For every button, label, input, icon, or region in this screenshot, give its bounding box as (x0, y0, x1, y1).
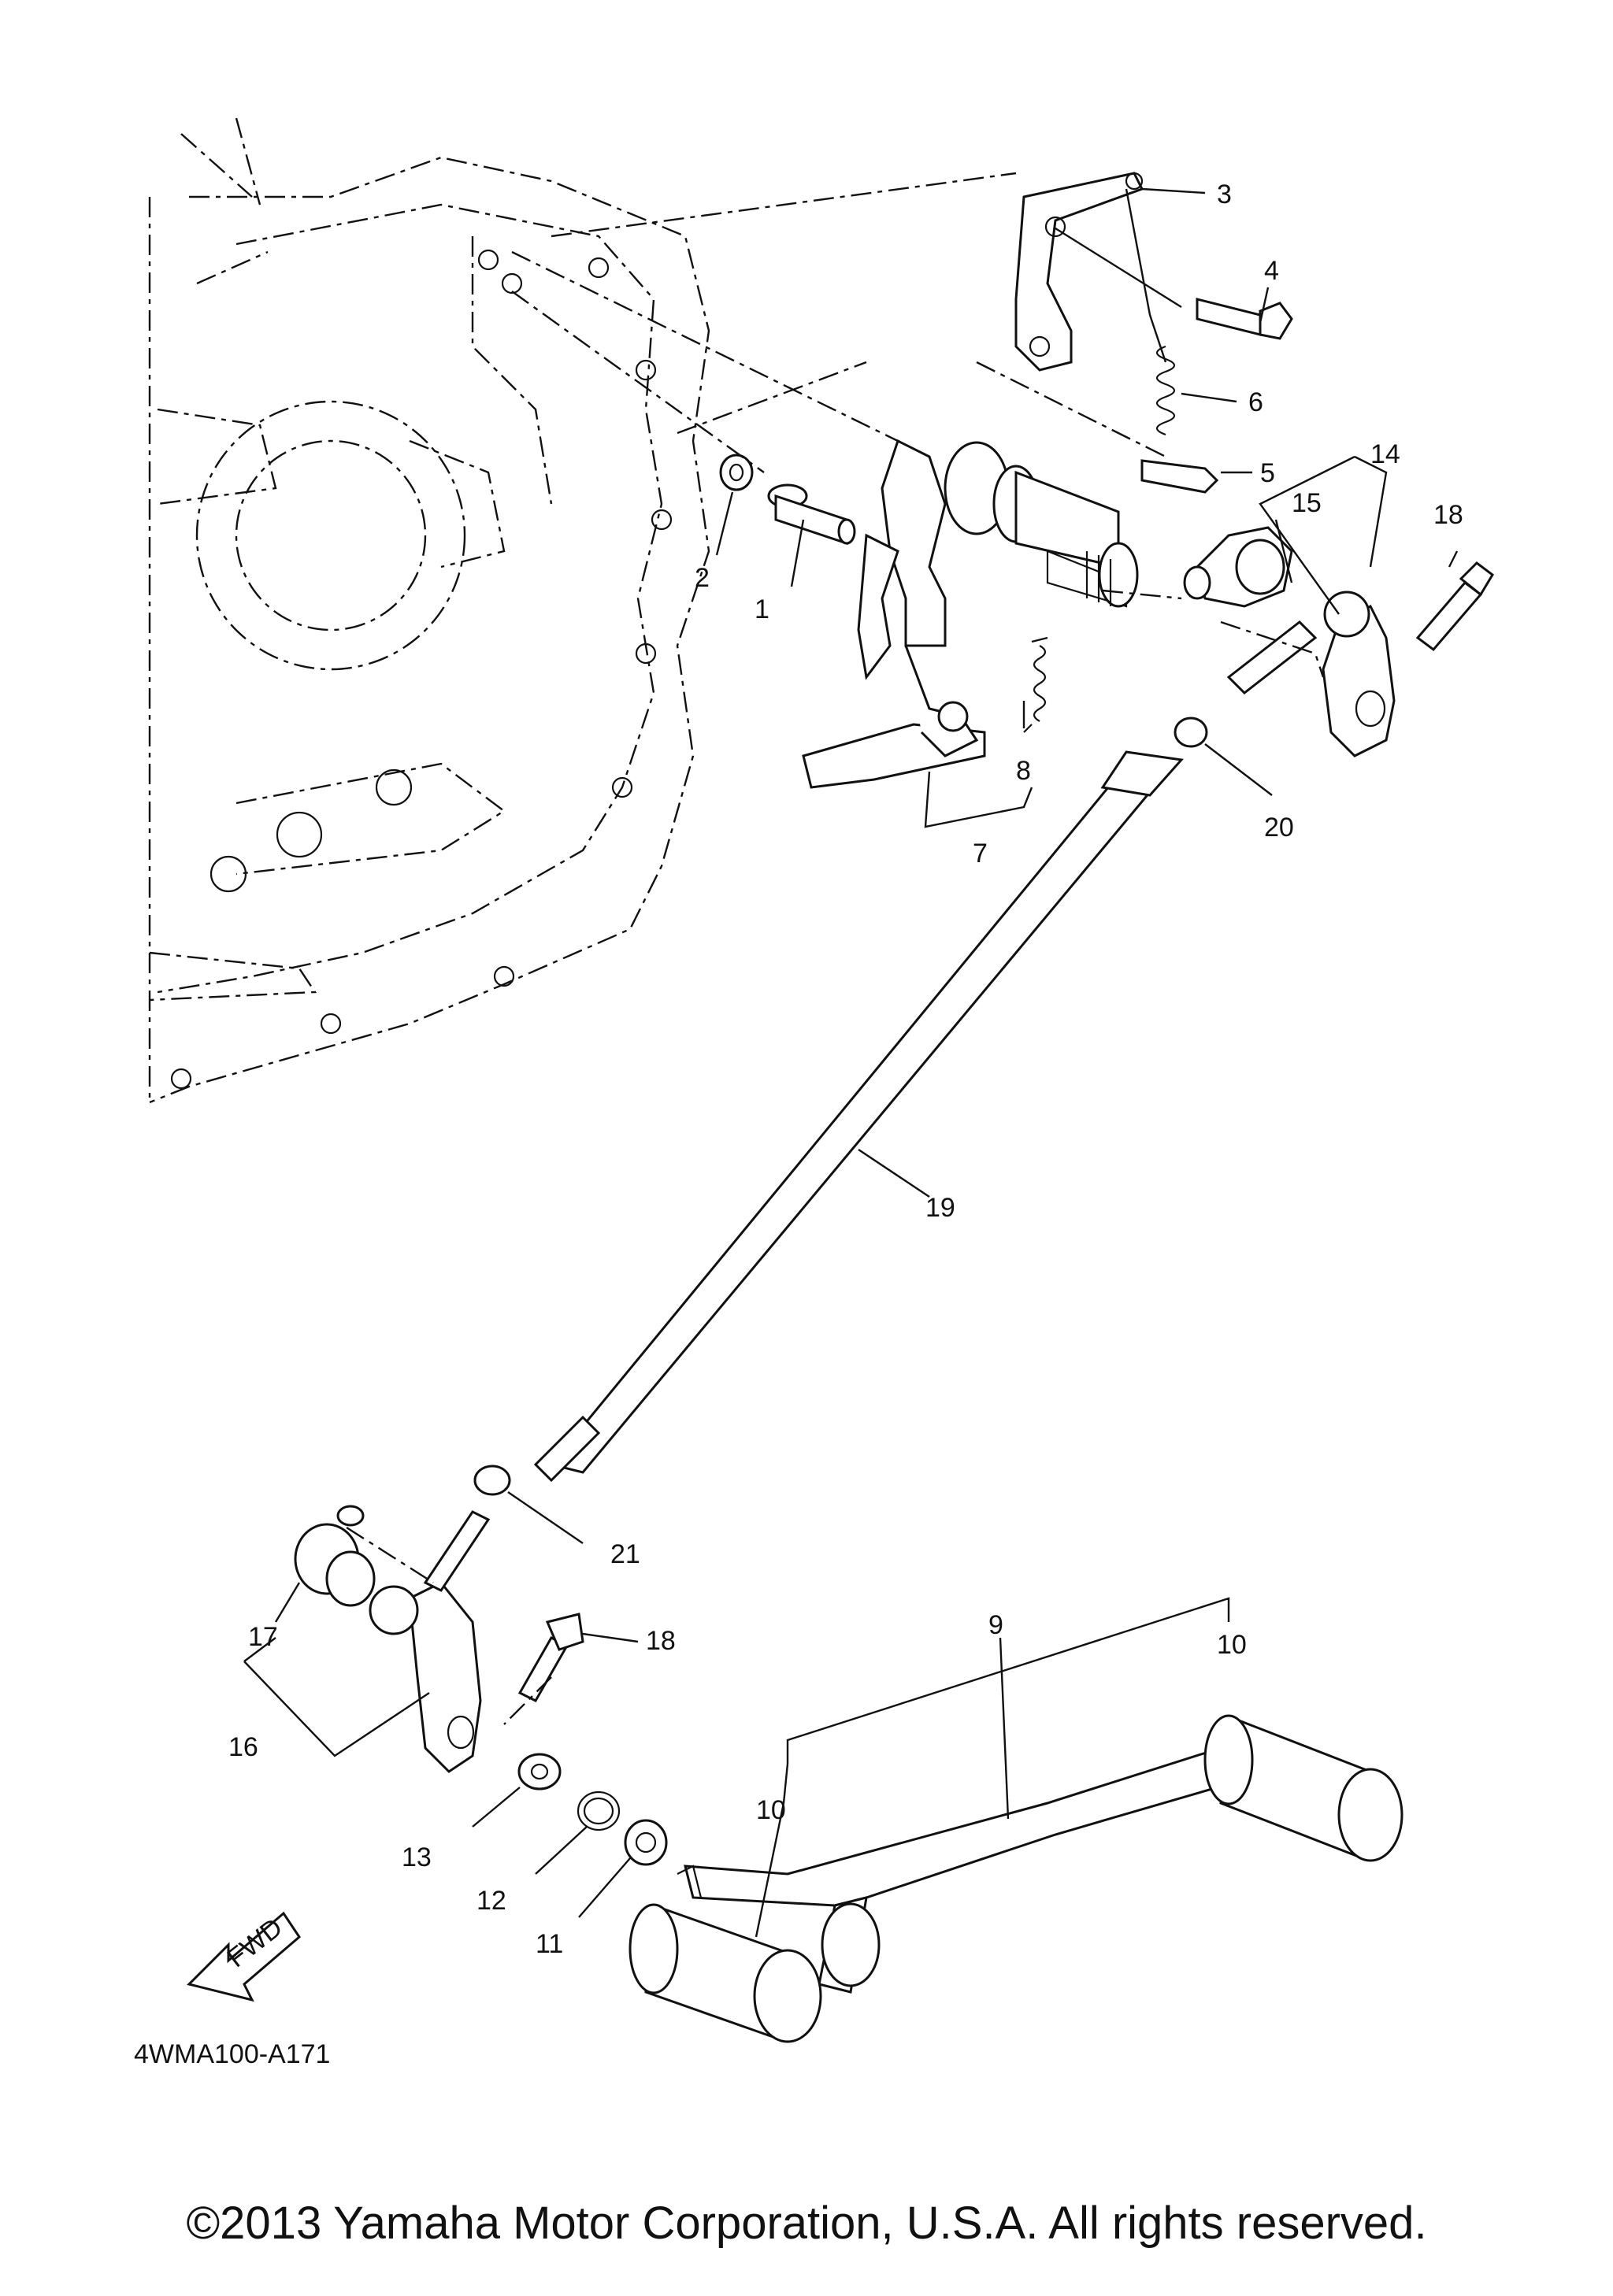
callout-15: 15 (1292, 488, 1322, 518)
shift-shaft-assembly (802, 439, 1139, 789)
callouts: 3 4 6 5 14 15 18 2 1 8 7 20 19 21 17 18 … (228, 180, 1463, 1959)
callout-17: 17 (248, 1622, 278, 1652)
callout-13: 13 (402, 1842, 432, 1872)
callout-16: 16 (228, 1732, 258, 1762)
part-10-pedal-rubber-front (629, 1865, 881, 2043)
leader-lines (243, 187, 1459, 1938)
callout-9: 9 (988, 1610, 1003, 1640)
callout-10-front: 10 (756, 1795, 786, 1825)
part-17-ball-joint (294, 1505, 376, 1607)
part-1-pin (767, 483, 856, 546)
callout-21: 21 (610, 1539, 640, 1569)
part-3-stopper-lever (1014, 172, 1144, 372)
callout-18-upper: 18 (1433, 500, 1463, 530)
copyright-notice: ©2013 Yamaha Motor Corporation, U.S.A. A… (186, 2198, 1427, 2249)
callout-5: 5 (1260, 458, 1275, 488)
fwd-arrow-icon: FWD (187, 1911, 301, 2002)
part-12-circlip (577, 1791, 621, 1831)
part-19-shift-rod (533, 750, 1184, 1483)
callout-10-rear: 10 (1217, 1630, 1247, 1660)
callout-12: 12 (476, 1886, 506, 1916)
alignment-lines (346, 172, 1325, 1725)
part-6-spring (1155, 345, 1176, 436)
part-5-collar (1140, 459, 1219, 494)
part-18-bolt-lower (517, 1613, 584, 1702)
part-14-shift-arm (1226, 591, 1396, 757)
callout-14: 14 (1370, 439, 1400, 469)
part-11-washer (624, 1819, 668, 1866)
callout-6: 6 (1248, 387, 1263, 417)
callout-2: 2 (695, 563, 710, 593)
part-18-bolt-upper (1415, 561, 1494, 652)
part-15-ball-joint (1183, 526, 1293, 608)
diagram-code: 4WMA100-A171 (134, 2039, 330, 2069)
part-2-washer (719, 454, 754, 491)
crankcase-outline (148, 117, 710, 1104)
callout-1: 1 (755, 594, 769, 624)
callout-4: 4 (1264, 256, 1279, 286)
part-20-nut (1174, 717, 1208, 748)
part-16-shift-arm (369, 1510, 491, 1773)
part-21-nut (473, 1465, 511, 1496)
callout-19: 19 (925, 1193, 955, 1223)
callout-3: 3 (1217, 180, 1232, 209)
callout-8: 8 (1016, 756, 1031, 786)
callout-11: 11 (536, 1929, 563, 1959)
part-10-pedal-rubber-rear (1203, 1714, 1403, 1862)
callout-18-lower: 18 (646, 1626, 676, 1656)
callout-20: 20 (1264, 813, 1294, 842)
part-13-collar (517, 1753, 562, 1791)
callout-7: 7 (973, 839, 988, 868)
part-4-bolt (1196, 298, 1293, 340)
